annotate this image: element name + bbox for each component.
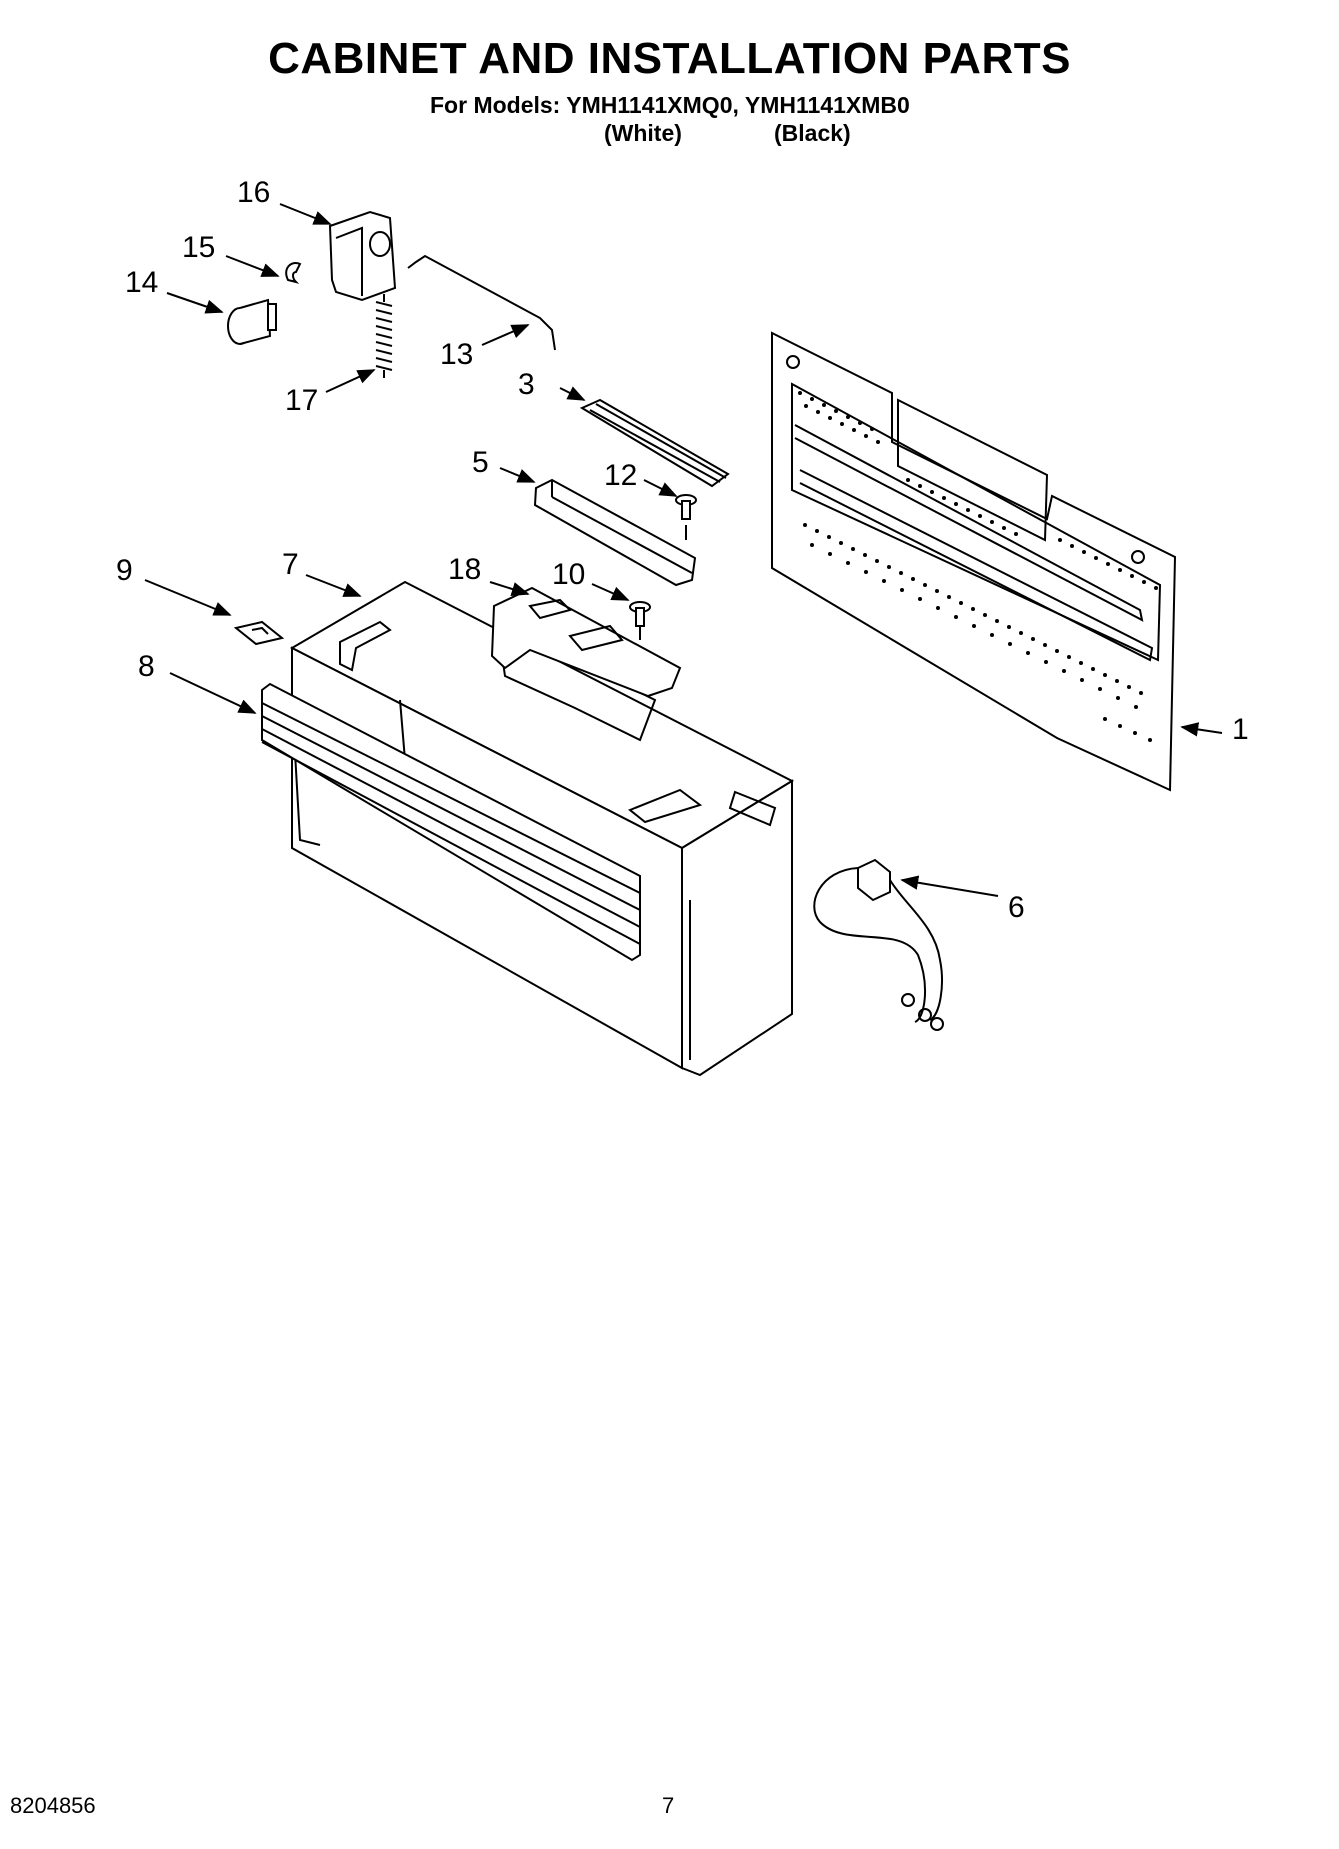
leader-6: [900, 875, 999, 897]
leader-5: [499, 467, 536, 483]
callout-15: 15: [182, 231, 216, 264]
spring-part: [375, 294, 393, 378]
leader-3: [559, 386, 586, 401]
callout-16: 16: [237, 176, 271, 209]
color-black-label: (Black): [774, 120, 851, 146]
leader-17: [325, 369, 376, 393]
top-bracket-part: [490, 586, 682, 698]
callout-18: 18: [448, 553, 482, 586]
leader-lines: [144, 203, 1223, 897]
wire-rod-part: [407, 254, 556, 351]
callout-13: 13: [440, 338, 474, 371]
callout-8: 8: [138, 650, 155, 683]
leader-10: [591, 583, 630, 601]
leader-18: [489, 581, 530, 596]
leader-13: [481, 324, 530, 346]
switch-harness-part: [813, 858, 944, 1031]
trim-strip-part: [579, 398, 730, 488]
hinge-bracket-part: [328, 210, 397, 302]
callout-9: 9: [116, 554, 133, 587]
color-white-label: (White): [604, 120, 682, 146]
clip-part: [233, 620, 285, 646]
callout-14: 14: [125, 266, 159, 299]
callout-1: 1: [1232, 713, 1249, 746]
knob-part: [227, 298, 277, 345]
page-number: 7: [662, 1793, 675, 1818]
vent-grille-part: [261, 682, 641, 962]
callout-6: 6: [1008, 891, 1025, 924]
c-clip-part: [285, 262, 302, 284]
screw-12-part: [675, 494, 697, 540]
callout-10: 10: [552, 558, 586, 591]
page-title: CABINET AND INSTALLATION PARTS: [268, 34, 1071, 83]
leader-9: [144, 579, 232, 616]
document-number: 8204856: [10, 1793, 96, 1818]
models-subtitle: For Models: YMH1141XMQ0, YMH1141XMB0: [430, 92, 910, 118]
leader-8: [169, 672, 257, 714]
screw-10-part: [629, 601, 651, 640]
callout-5: 5: [472, 446, 489, 479]
leader-15: [225, 255, 280, 277]
channel-part: [533, 478, 697, 587]
leader-7: [305, 574, 362, 597]
callout-7: 7: [282, 548, 299, 581]
leader-14: [166, 292, 224, 314]
leader-16: [279, 203, 332, 225]
leader-12: [643, 479, 678, 497]
mounting-plate-part: [771, 331, 1177, 792]
leader-1: [1180, 722, 1223, 737]
callout-3: 3: [518, 368, 535, 401]
callout-17: 17: [285, 384, 319, 417]
callout-12: 12: [604, 459, 638, 492]
